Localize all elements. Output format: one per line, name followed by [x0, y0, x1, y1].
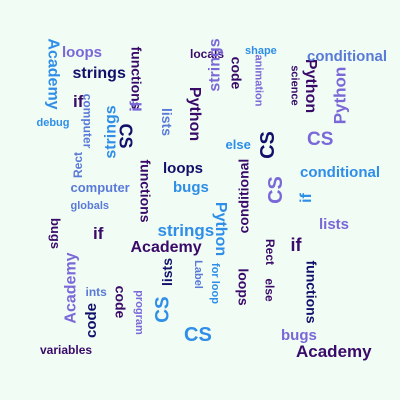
cloud-word: strings	[157, 220, 215, 240]
cloud-word: Academy	[44, 38, 62, 110]
cloud-word: Python	[330, 66, 350, 124]
cloud-word: functions	[303, 260, 319, 324]
cloud-word: code	[82, 302, 100, 338]
cloud-word: if	[73, 91, 84, 111]
cloud-word: Rect	[263, 238, 278, 266]
cloud-word: CS	[115, 123, 136, 149]
cloud-word: code	[111, 285, 128, 319]
cloud-word: variables	[40, 343, 93, 357]
cloud-word: CS	[264, 176, 287, 204]
cloud-word: computer	[70, 179, 130, 195]
cloud-word: locals	[190, 47, 225, 61]
cloud-word: lists	[159, 257, 176, 287]
cloud-word: ints	[85, 285, 107, 299]
cloud-word: code	[227, 56, 244, 90]
cloud-word: conditional	[300, 163, 380, 181]
cloud-word: Rect	[71, 151, 86, 179]
cloud-word: Academy	[62, 252, 80, 324]
cloud-word: Python	[302, 58, 320, 114]
cloud-word: CS	[307, 128, 334, 150]
cloud-word: Python	[186, 86, 204, 142]
cloud-word: bugs	[173, 178, 209, 196]
cloud-word: if	[297, 193, 315, 203]
cloud-word: if	[126, 100, 146, 112]
cloud-word: lists	[159, 107, 176, 137]
cloud-word: strings	[72, 65, 126, 82]
cloud-word: program	[132, 289, 145, 335]
cloud-word: conditional	[234, 158, 251, 234]
cloud-word: debug	[36, 116, 70, 129]
cloud-word: if	[93, 223, 104, 243]
cloud-word: CS	[256, 131, 279, 159]
cloud-word: loops	[163, 159, 203, 177]
cloud-word: bugs	[281, 326, 317, 344]
cloud-word: CS	[184, 324, 212, 346]
cloud-word: functions	[137, 159, 153, 223]
cloud-word: Python	[212, 201, 230, 257]
cloud-word: shape	[245, 44, 277, 57]
cloud-word: else	[262, 278, 277, 302]
cloud-word: lists	[319, 215, 350, 233]
cloud-word: animation	[252, 54, 265, 106]
cloud-word: else	[225, 136, 251, 152]
cloud-word: functions	[128, 46, 144, 110]
cloud-word: for loop	[208, 262, 221, 304]
cloud-word: Label	[191, 259, 204, 289]
cloud-word: Academy	[130, 239, 202, 256]
cloud-word: loops	[62, 43, 102, 61]
cloud-word: strings	[206, 38, 224, 92]
cloud-word: conditional	[307, 47, 387, 65]
cloud-word: globals	[70, 199, 110, 212]
cloud-word: bugs	[47, 217, 63, 249]
cloud-word: science	[288, 64, 301, 106]
cloud-word: CS	[152, 295, 174, 323]
cloud-word: Academy	[296, 341, 372, 361]
cloud-word: if	[290, 235, 302, 255]
cloud-word: computer	[79, 93, 94, 149]
cloud-word: loops	[235, 268, 252, 306]
